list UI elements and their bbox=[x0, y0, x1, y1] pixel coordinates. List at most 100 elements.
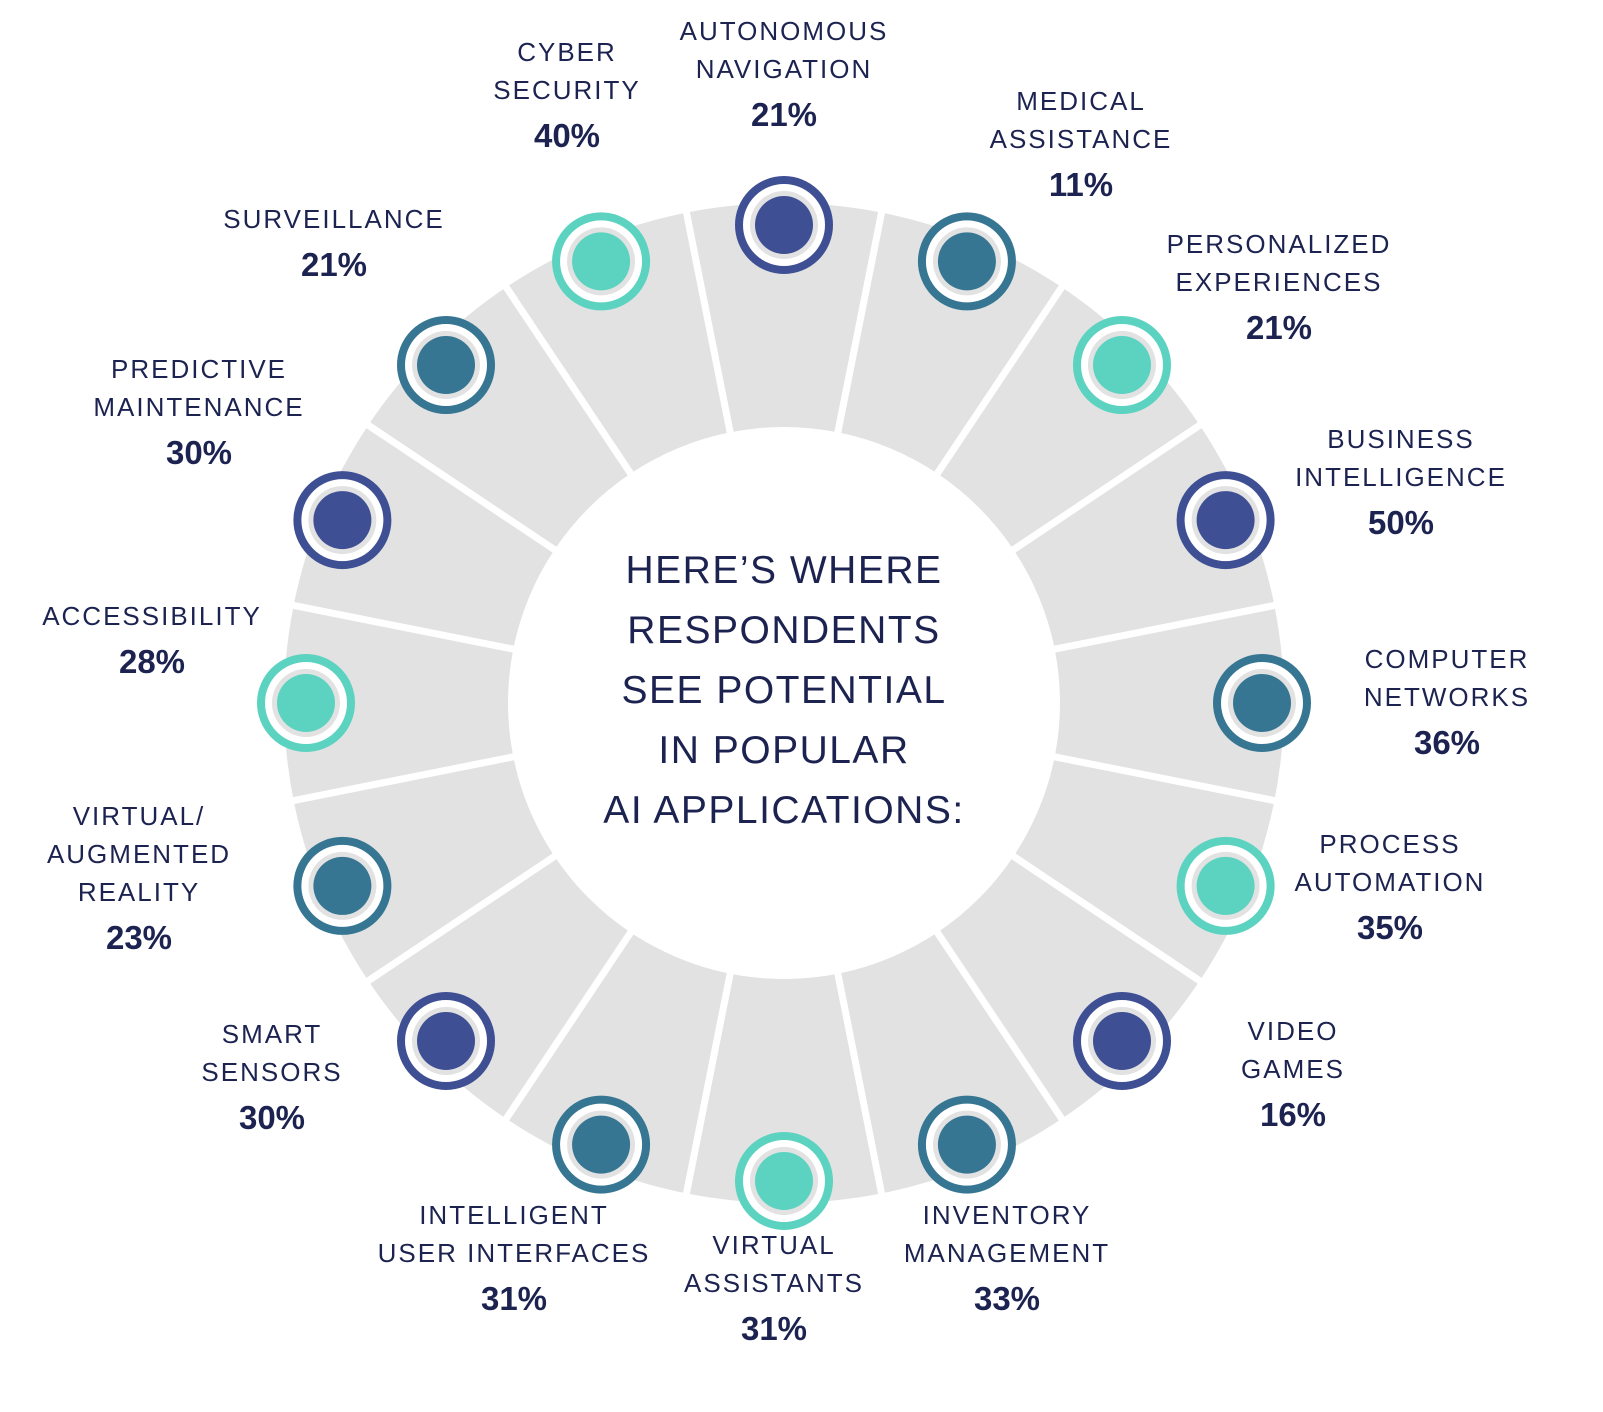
marker-dot-icon bbox=[917, 212, 1016, 311]
application-name: VIDEO bbox=[1247, 1016, 1339, 1046]
marker-dot-icon bbox=[397, 991, 496, 1090]
marker-dot-icon bbox=[917, 1095, 1016, 1194]
application-percent: 36% bbox=[1413, 724, 1481, 761]
application-label: COMPUTER NETWORKS 36% bbox=[1364, 640, 1530, 766]
center-title-line: SEE POTENTIAL bbox=[621, 669, 947, 712]
marker-core bbox=[1196, 491, 1255, 550]
segment-divider bbox=[833, 207, 886, 439]
application-name: EXPERIENCES bbox=[1175, 267, 1383, 297]
application-name: COMPUTER bbox=[1364, 644, 1530, 674]
marker-core bbox=[937, 1115, 996, 1174]
segment-markers bbox=[257, 176, 1311, 1230]
application-name: MEDICAL bbox=[1016, 86, 1146, 116]
application-percent: 40% bbox=[533, 117, 601, 154]
marker-dot-icon bbox=[1176, 836, 1275, 935]
application-name: VIRTUAL bbox=[712, 1230, 836, 1260]
application-name: MAINTENANCE bbox=[93, 392, 305, 422]
marker-dot-icon bbox=[293, 836, 392, 935]
application-label: PROCESS AUTOMATION 35% bbox=[1295, 825, 1486, 951]
application-percent: 31% bbox=[480, 1280, 548, 1317]
application-name: VIRTUAL/ bbox=[72, 801, 206, 831]
marker-dot-icon bbox=[1072, 991, 1171, 1090]
marker-core bbox=[417, 336, 476, 395]
segment-divider bbox=[682, 207, 735, 439]
marker-core bbox=[1196, 856, 1255, 915]
marker-core bbox=[313, 856, 372, 915]
segment-divider bbox=[1006, 419, 1206, 556]
marker-core bbox=[1092, 336, 1151, 395]
application-percent: 30% bbox=[165, 434, 233, 471]
ring-center bbox=[508, 427, 1060, 979]
marker-core bbox=[937, 232, 996, 291]
application-name: ASSISTANTS bbox=[684, 1268, 864, 1298]
application-label: VIRTUAL/AUGMENTED REALITY 23% bbox=[47, 797, 231, 961]
segment-divider bbox=[362, 850, 562, 987]
marker-core bbox=[1233, 674, 1291, 732]
application-name: SMART bbox=[221, 1019, 323, 1049]
segment-divider bbox=[288, 752, 520, 805]
application-name: INTELLIGENT bbox=[419, 1200, 609, 1230]
center-title-line: AI APPLICATIONS: bbox=[603, 789, 965, 832]
segment-divider bbox=[833, 967, 886, 1199]
application-name: INTELLIGENCE bbox=[1295, 462, 1507, 492]
application-name: SURVEILLANCE bbox=[223, 204, 445, 234]
application-percent: 30% bbox=[238, 1099, 306, 1136]
application-name: CYBER bbox=[517, 37, 617, 67]
center-title: HERE’S WHERE RESPONDENTS SEE POTENTIAL I… bbox=[603, 541, 964, 841]
marker-dot-icon bbox=[735, 1132, 833, 1230]
application-label: CYBER SECURITY 40% bbox=[493, 33, 640, 159]
application-name: ACCESSIBILITY bbox=[42, 601, 262, 631]
application-label: PERSONALIZED EXPERIENCES 21% bbox=[1167, 225, 1392, 351]
segment-divider bbox=[931, 925, 1068, 1125]
segment-divider bbox=[500, 281, 637, 481]
application-percent: 35% bbox=[1356, 909, 1424, 946]
application-label: VIRTUAL ASSISTANTS 31% bbox=[684, 1226, 864, 1352]
marker-core bbox=[572, 232, 631, 291]
application-name: NETWORKS bbox=[1363, 682, 1531, 712]
application-name: REALITY bbox=[77, 877, 201, 907]
marker-core bbox=[417, 1011, 476, 1070]
marker-dot-icon bbox=[257, 654, 355, 752]
segment-divider bbox=[362, 419, 562, 556]
application-percent: 21% bbox=[1245, 309, 1313, 346]
segment-divider bbox=[1006, 850, 1206, 987]
application-name: AUTOMATION bbox=[1294, 867, 1486, 897]
marker-core bbox=[313, 491, 372, 550]
application-name: AUTONOMOUS bbox=[679, 16, 889, 46]
marker-dot-icon bbox=[293, 471, 392, 570]
application-name: BUSINESS bbox=[1327, 424, 1475, 454]
application-name: GAMES bbox=[1241, 1054, 1345, 1084]
marker-core bbox=[277, 674, 335, 732]
application-percent: 11% bbox=[1048, 166, 1114, 203]
marker-dot-icon bbox=[552, 212, 651, 311]
application-name: AUGMENTED bbox=[46, 839, 232, 869]
application-name: PERSONALIZED bbox=[1166, 229, 1392, 259]
application-name: ASSISTANCE bbox=[989, 124, 1173, 154]
application-name: PROCESS bbox=[1319, 829, 1461, 859]
marker-dot-icon bbox=[397, 316, 496, 415]
segment-divider bbox=[288, 601, 520, 654]
application-label: ACCESSIBILITY 28% bbox=[42, 597, 262, 685]
application-percent: 33% bbox=[973, 1280, 1041, 1317]
marker-dot-icon bbox=[552, 1095, 651, 1194]
application-percent: 23% bbox=[105, 919, 173, 956]
marker-core bbox=[755, 1152, 813, 1210]
segment-dividers bbox=[288, 207, 1280, 1199]
segment-divider bbox=[931, 281, 1068, 481]
center-title-line: HERE’S WHERE bbox=[625, 549, 943, 592]
application-name: SECURITY bbox=[493, 75, 641, 105]
segment-divider bbox=[682, 967, 735, 1199]
application-percent: 28% bbox=[118, 643, 186, 680]
center-title-line: RESPONDENTS bbox=[627, 609, 941, 652]
marker-core bbox=[1092, 1011, 1151, 1070]
application-percent: 31% bbox=[740, 1310, 808, 1347]
marker-core bbox=[572, 1115, 631, 1174]
segment-divider bbox=[500, 925, 637, 1125]
